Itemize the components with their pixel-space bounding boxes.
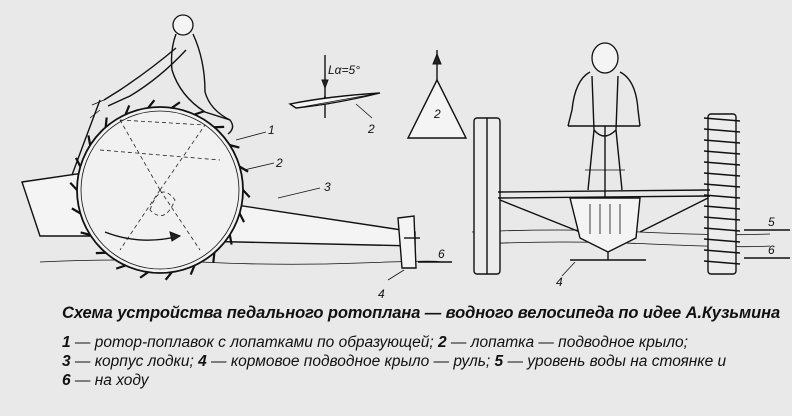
paddle-blade xyxy=(139,271,149,279)
label-4-right: 4 xyxy=(556,275,563,289)
triangle-label: 2 xyxy=(433,107,441,121)
legend-num-3: 3 xyxy=(62,353,71,370)
foil-label: 2 xyxy=(367,122,375,136)
paddle-blade xyxy=(212,252,216,263)
caption-title: Схема устройства педального ротоплана — … xyxy=(62,304,781,322)
label-4-left: 4 xyxy=(378,287,385,301)
paddle-blade xyxy=(703,183,741,188)
paddle-blade xyxy=(703,172,741,177)
label-6-right: 6 xyxy=(768,243,775,257)
paddle-blade xyxy=(164,271,173,281)
paddle-blade xyxy=(703,161,741,166)
rider-front xyxy=(567,42,641,198)
paddle-blade xyxy=(147,99,156,109)
angle-note: Lα=5° xyxy=(328,63,360,77)
legend-text-3: — корпус лодки; xyxy=(70,353,199,370)
paddle-blade xyxy=(239,165,249,173)
paddle-blade xyxy=(703,238,741,243)
paddle-blade xyxy=(703,150,741,155)
label-2: 2 xyxy=(275,156,283,170)
foil-detail: Lα=5° 2 xyxy=(288,55,381,136)
paddle-blade xyxy=(115,264,126,270)
legend-line-1: 1 — ротор-поплавок с лопатками по образу… xyxy=(62,333,790,352)
paddle-blade xyxy=(703,249,741,254)
caption-block: Схема устройства педального ротоплана — … xyxy=(62,304,790,390)
paddle-blade xyxy=(703,139,741,144)
paddle-blade xyxy=(703,216,741,221)
paddle-blade xyxy=(87,135,92,146)
side-view-drawing: 1 2 3 4 6 xyxy=(21,14,452,301)
paddle-blade xyxy=(171,101,181,109)
paddle-blade xyxy=(703,194,741,199)
rotor-paddles xyxy=(69,99,251,281)
triangle-detail: 2 xyxy=(406,50,468,139)
legend-text-6: — на ходу xyxy=(70,372,149,389)
paddle-blade xyxy=(74,157,82,168)
legend-text-1: — ротор-поплавок с лопатками по образующ… xyxy=(70,334,438,351)
paddle-blade xyxy=(69,182,78,191)
paddle-blade xyxy=(71,207,81,215)
paddle-blade xyxy=(229,144,240,149)
paddle-blade xyxy=(238,212,246,223)
paddle-blade xyxy=(80,231,91,236)
paddle-blade xyxy=(242,189,251,198)
legend-line-2: 3 — корпус лодки; 4 — кормовое подводное… xyxy=(62,352,790,371)
paddle-blade xyxy=(703,117,741,122)
legend-text-5: — уровень воды на стоянке и xyxy=(503,353,727,370)
legend-text-2: — лопатка — подводное крыло; xyxy=(446,334,688,351)
rider-side xyxy=(89,14,234,135)
paddle-blade xyxy=(703,128,741,133)
front-view-drawing: 4 5 6 xyxy=(471,42,790,289)
label-5: 5 xyxy=(768,215,775,229)
label-1: 1 xyxy=(268,123,275,137)
label-6-left: 6 xyxy=(438,247,445,261)
legend-text-4: — кормовое подводное крыло — руль; xyxy=(206,353,495,370)
paddle-blade xyxy=(703,205,741,210)
label-3: 3 xyxy=(324,180,331,194)
paddle-blade xyxy=(194,110,205,116)
paddle-blade xyxy=(189,265,196,276)
legend-num-1: 1 xyxy=(62,334,71,351)
paddle-blade xyxy=(124,104,131,115)
paddle-blade xyxy=(104,117,108,128)
legend-line-3: 6 — на ходу xyxy=(62,371,790,390)
legend-num-5: 5 xyxy=(494,353,504,370)
legend-num-2: 2 xyxy=(437,334,447,351)
legend-num-6: 6 xyxy=(62,372,71,389)
paddle-blade xyxy=(703,260,741,265)
legend-num-4: 4 xyxy=(198,353,207,370)
paddle-blade xyxy=(228,234,233,245)
paddle-blade xyxy=(703,227,741,232)
right-paddle-wheel xyxy=(703,117,741,265)
